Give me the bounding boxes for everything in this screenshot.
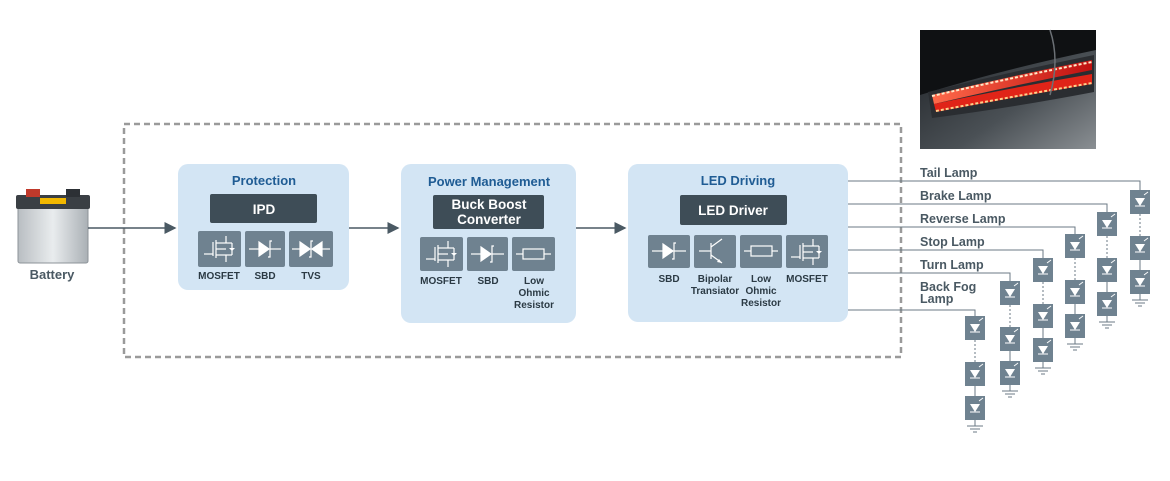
power-resistor-label-3: Resistor (514, 300, 554, 311)
led-icon (978, 397, 984, 402)
lamp-wire (848, 272, 1011, 281)
led-icon (1038, 312, 1048, 320)
led-icon (1005, 369, 1015, 377)
led-icon (1078, 315, 1084, 320)
lamp-wire (848, 203, 1108, 212)
led-resistor-label-1: Low (751, 274, 771, 285)
led-icon (1070, 242, 1080, 250)
led-mosfet-label: MOSFET (786, 274, 828, 285)
led-driver-chip (680, 195, 787, 225)
led-resistor-label-3: Resistor (741, 298, 781, 309)
lamp-label-back-fog-2: Lamp (920, 292, 954, 306)
led-icon (1070, 322, 1080, 330)
lamp-label-stop: Stop Lamp (920, 235, 985, 249)
led-icon (1013, 362, 1019, 367)
led-title: LED Driving (701, 173, 775, 188)
led-resistor-label-2: Ohmic (745, 286, 777, 297)
buck-boost-chip (433, 195, 544, 229)
led-icon (970, 324, 980, 332)
buck-boost-line1: Buck Boost (451, 197, 527, 212)
buck-boost-line2: Converter (457, 212, 522, 227)
bipolar-transistor-icon (694, 235, 736, 268)
led-icon (1135, 278, 1145, 286)
protection-title: Protection (232, 173, 296, 188)
lamp-label-brake: Brake Lamp (920, 189, 992, 203)
led-icon (1078, 235, 1084, 240)
ipd-chip (210, 194, 317, 223)
led-icon (1046, 339, 1052, 344)
led-icon (1110, 259, 1116, 264)
led-icon (1013, 328, 1019, 333)
led-icon (1013, 282, 1019, 287)
lamp-output-lines (848, 180, 1150, 433)
led-icon (1102, 220, 1112, 228)
led-icon (1143, 271, 1149, 276)
led-icon (1005, 335, 1015, 343)
power-sbd-label: SBD (477, 276, 498, 287)
lamp-wire (848, 309, 976, 316)
car-tail-lamp-photo (920, 29, 1096, 149)
resistor-icon (512, 237, 555, 271)
led-icon (1143, 237, 1149, 242)
mosfet-icon (786, 235, 828, 268)
led-icon (978, 363, 984, 368)
mosfet-icon (420, 237, 463, 271)
led-icon (1135, 244, 1145, 252)
led-icon (970, 370, 980, 378)
power-resistor-label-2: Ohmic (518, 288, 550, 299)
lamp-label-turn: Turn Lamp (920, 258, 984, 272)
led-icon (1005, 289, 1015, 297)
power-title: Power Management (428, 174, 551, 189)
sbd-icon (467, 237, 508, 271)
lamp-wire (848, 249, 1044, 258)
power-management-block: Power Management Buck Boost Converter (401, 164, 576, 323)
battery-icon (16, 189, 90, 264)
led-driving-block: LED Driving LED Driver (628, 164, 848, 322)
led-icon (1070, 288, 1080, 296)
led-driver-chip-label: LED Driver (698, 203, 769, 218)
lamp-label-reverse: Reverse Lamp (920, 212, 1006, 226)
led-icon (1038, 266, 1048, 274)
led-bipolar-label-2: Transiator (691, 286, 739, 297)
mosfet-icon (198, 231, 241, 267)
protection-sbd-label: SBD (254, 271, 275, 282)
tvs-icon (289, 231, 333, 267)
protection-tvs-label: TVS (301, 271, 321, 282)
led-icon (1135, 198, 1145, 206)
led-icon (1110, 293, 1116, 298)
lamp-wire (848, 226, 1076, 234)
lamp-label-back-fog-1: Back Fog (920, 280, 976, 294)
lamp-label-tail: Tail Lamp (920, 166, 978, 180)
system-boundary (122, 122, 903, 359)
led-icon (1102, 266, 1112, 274)
led-icon (1102, 300, 1112, 308)
led-bipolar-label-1: Bipolar (698, 274, 733, 285)
protection-block: Protection IPD (178, 164, 349, 290)
resistor-icon (740, 235, 782, 268)
led-icon (1110, 213, 1116, 218)
led-icon (1038, 346, 1048, 354)
led-sbd-label: SBD (658, 274, 679, 285)
led-icon (978, 317, 984, 322)
led-icon (1143, 191, 1149, 196)
battery-label: Battery (30, 267, 76, 282)
led-icon (970, 404, 980, 412)
led-icon (1078, 281, 1084, 286)
lamp-wire (848, 180, 1141, 190)
led-icon (1046, 305, 1052, 310)
led-icon (1046, 259, 1052, 264)
ipd-chip-label: IPD (253, 202, 276, 217)
sbd-icon (245, 231, 285, 267)
power-mosfet-label: MOSFET (420, 276, 462, 287)
protection-mosfet-label: MOSFET (198, 271, 240, 282)
power-resistor-label-1: Low (524, 276, 544, 287)
sbd-icon (648, 235, 690, 268)
